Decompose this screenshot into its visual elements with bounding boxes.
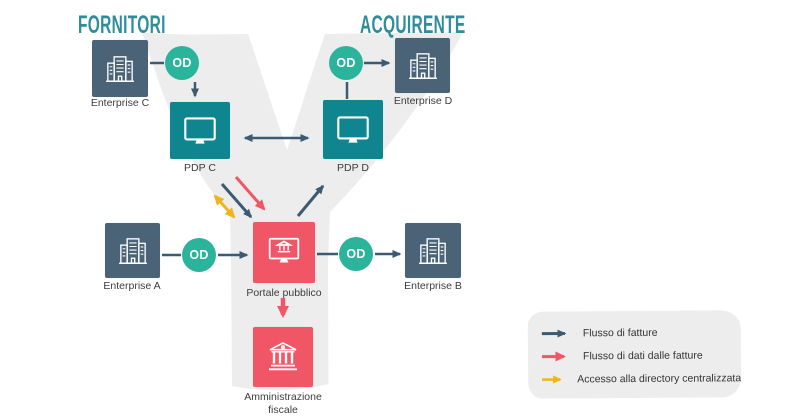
- building-icon: [106, 55, 134, 82]
- bank-icon: [269, 342, 297, 371]
- legend-item-directory-access: Accesso alla directory centralizzata: [541, 366, 741, 390]
- legend-arrow-red: [541, 351, 567, 362]
- enterprise-d-node: [395, 38, 450, 93]
- arrow-pdpc-data-to-portal: [234, 176, 266, 211]
- pdp-d-node: [323, 100, 383, 159]
- arrow-pdpc-to-portal: [220, 183, 253, 219]
- portale-pubblico-node: [253, 222, 315, 283]
- legend-item-invoice-data-flow: Flusso di dati dalle fatture: [541, 343, 741, 367]
- legend-arrow-dark: [541, 329, 567, 338]
- portal-monitor-bank-icon: [268, 237, 300, 262]
- suppliers-title: FORNITORI: [78, 11, 166, 39]
- od-circle-buyer-d: OD: [329, 46, 363, 80]
- pdp-c-node: [170, 102, 230, 159]
- monitor-stand: [195, 138, 205, 144]
- legend-arrow-yellow: [541, 374, 562, 384]
- enterprise-a-node: [105, 223, 160, 278]
- building-icon: [118, 237, 147, 264]
- amministrazione-fiscale-label: Amministrazione fiscale: [233, 391, 333, 417]
- enterprise-b-node: [405, 223, 461, 278]
- legend-label-directory-access: Accesso alla directory centralizzata: [577, 371, 742, 385]
- amministrazione-fiscale-label-line2: fiscale: [268, 404, 298, 416]
- enterprise-b-label: Enterprise B: [404, 280, 462, 292]
- od-circle-supplier-a: OD: [182, 238, 216, 272]
- building-icon: [408, 52, 437, 79]
- legend-item-invoice-flow: Flusso di fatture: [541, 320, 741, 344]
- monitor-stand: [348, 137, 358, 143]
- building-icon: [419, 237, 447, 264]
- buyer-title: ACQUIRENTE: [360, 11, 466, 39]
- od-circle-supplier-c: OD: [165, 46, 199, 80]
- pdp-c-label: PDP C: [184, 162, 216, 174]
- amministrazione-fiscale-node: [253, 327, 313, 387]
- enterprise-a-label: Enterprise A: [103, 280, 161, 292]
- enterprise-d-label: Enterprise D: [393, 95, 453, 107]
- enterprise-c-label: Enterprise C: [90, 97, 150, 109]
- legend-label-invoice-flow: Flusso di fatture: [582, 326, 658, 339]
- legend-box: Flusso di fatture Flusso di dati dalle f…: [527, 310, 742, 399]
- enterprise-c-node: [92, 40, 148, 97]
- pdp-d-label: PDP D: [337, 162, 369, 174]
- arrow-directory-access-bidirectional: [213, 194, 236, 219]
- monitor-icon: [184, 116, 216, 144]
- portale-pubblico-label: Portale pubblico: [246, 287, 322, 299]
- monitor-stand: [279, 258, 289, 262]
- arrow-portal-to-pdpd: [296, 184, 325, 217]
- monitor-icon: [337, 115, 369, 143]
- amministrazione-fiscale-label-line1: Amministrazione: [244, 391, 322, 403]
- legend-label-invoice-data-flow: Flusso di dati dalle fatture: [582, 349, 703, 362]
- od-circle-buyer-b: OD: [339, 237, 373, 271]
